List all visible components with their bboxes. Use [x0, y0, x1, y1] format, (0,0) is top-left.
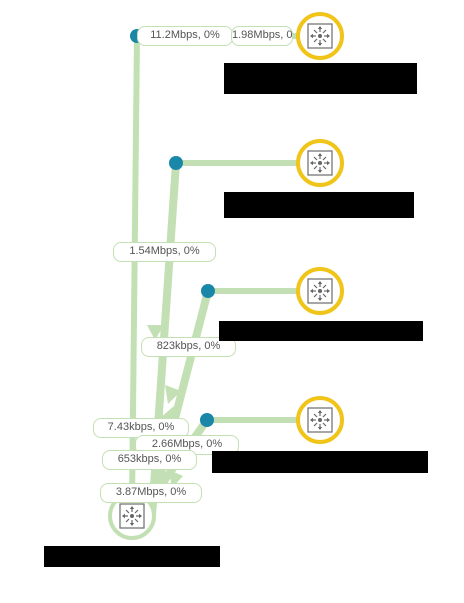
- link-label-third[interactable]: 823kbps, 0%: [141, 337, 236, 357]
- network-switch-icon: [307, 23, 333, 49]
- switch-node-4[interactable]: [296, 396, 344, 444]
- anchor-dot-3[interactable]: [201, 284, 215, 298]
- anchor-dot-4[interactable]: [200, 413, 214, 427]
- link-third-diagonal[interactable]: [146, 287, 212, 519]
- switch-node-1[interactable]: [296, 12, 344, 60]
- link-label-top-incoming[interactable]: 11.2Mbps, 0%: [137, 26, 233, 46]
- arrow-second: [147, 325, 164, 340]
- switch-node-3[interactable]: [296, 267, 344, 315]
- network-switch-icon: [307, 407, 333, 433]
- link-label-second[interactable]: 1.54Mbps, 0%: [113, 242, 216, 262]
- network-switch-icon: [119, 503, 145, 529]
- redacted-node-name-core: [44, 546, 220, 567]
- anchor-dot-2[interactable]: [169, 156, 183, 170]
- redacted-node-name-1: [224, 63, 417, 94]
- redacted-node-name-2: [224, 192, 414, 218]
- link-label-bottom[interactable]: 3.87Mbps, 0%: [100, 483, 202, 503]
- network-switch-icon: [307, 278, 333, 304]
- redacted-node-name-4: [212, 451, 428, 473]
- network-switch-icon: [307, 150, 333, 176]
- link-label-fourth-c[interactable]: 653kbps, 0%: [102, 450, 197, 470]
- switch-node-2[interactable]: [296, 139, 344, 187]
- redacted-node-name-3: [219, 321, 423, 341]
- link-label-fourth-a[interactable]: 7.43kbps, 0%: [93, 418, 189, 438]
- link-label-top-outgoing[interactable]: 1.98Mbps, 0%: [231, 26, 293, 46]
- arrow-third: [165, 385, 181, 404]
